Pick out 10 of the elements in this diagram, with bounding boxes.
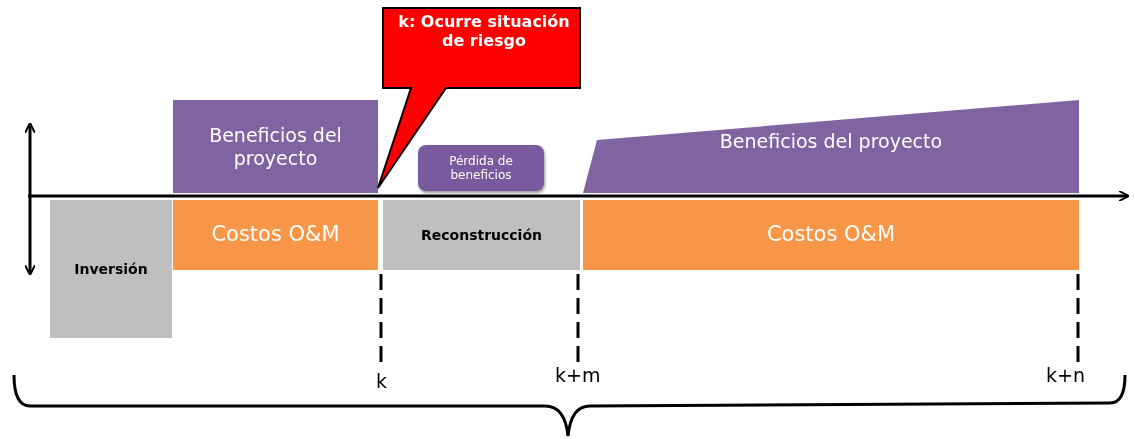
benefit-bar: Beneficios del proyecto: [173, 100, 378, 193]
cost-bar: Costos O&M: [173, 200, 378, 270]
investment-bar: Inversión: [50, 200, 172, 338]
loss-box: Pérdida de beneficios: [418, 145, 544, 191]
tick-label: k+n: [1046, 364, 1085, 386]
tick-label: k+m: [555, 364, 601, 386]
cost-bar: Costos O&M: [583, 200, 1079, 270]
reconstruction-bar: Reconstrucción: [383, 200, 580, 270]
tick-label: k: [376, 370, 387, 392]
benefit-bar: Beneficios del proyecto: [583, 100, 1079, 193]
